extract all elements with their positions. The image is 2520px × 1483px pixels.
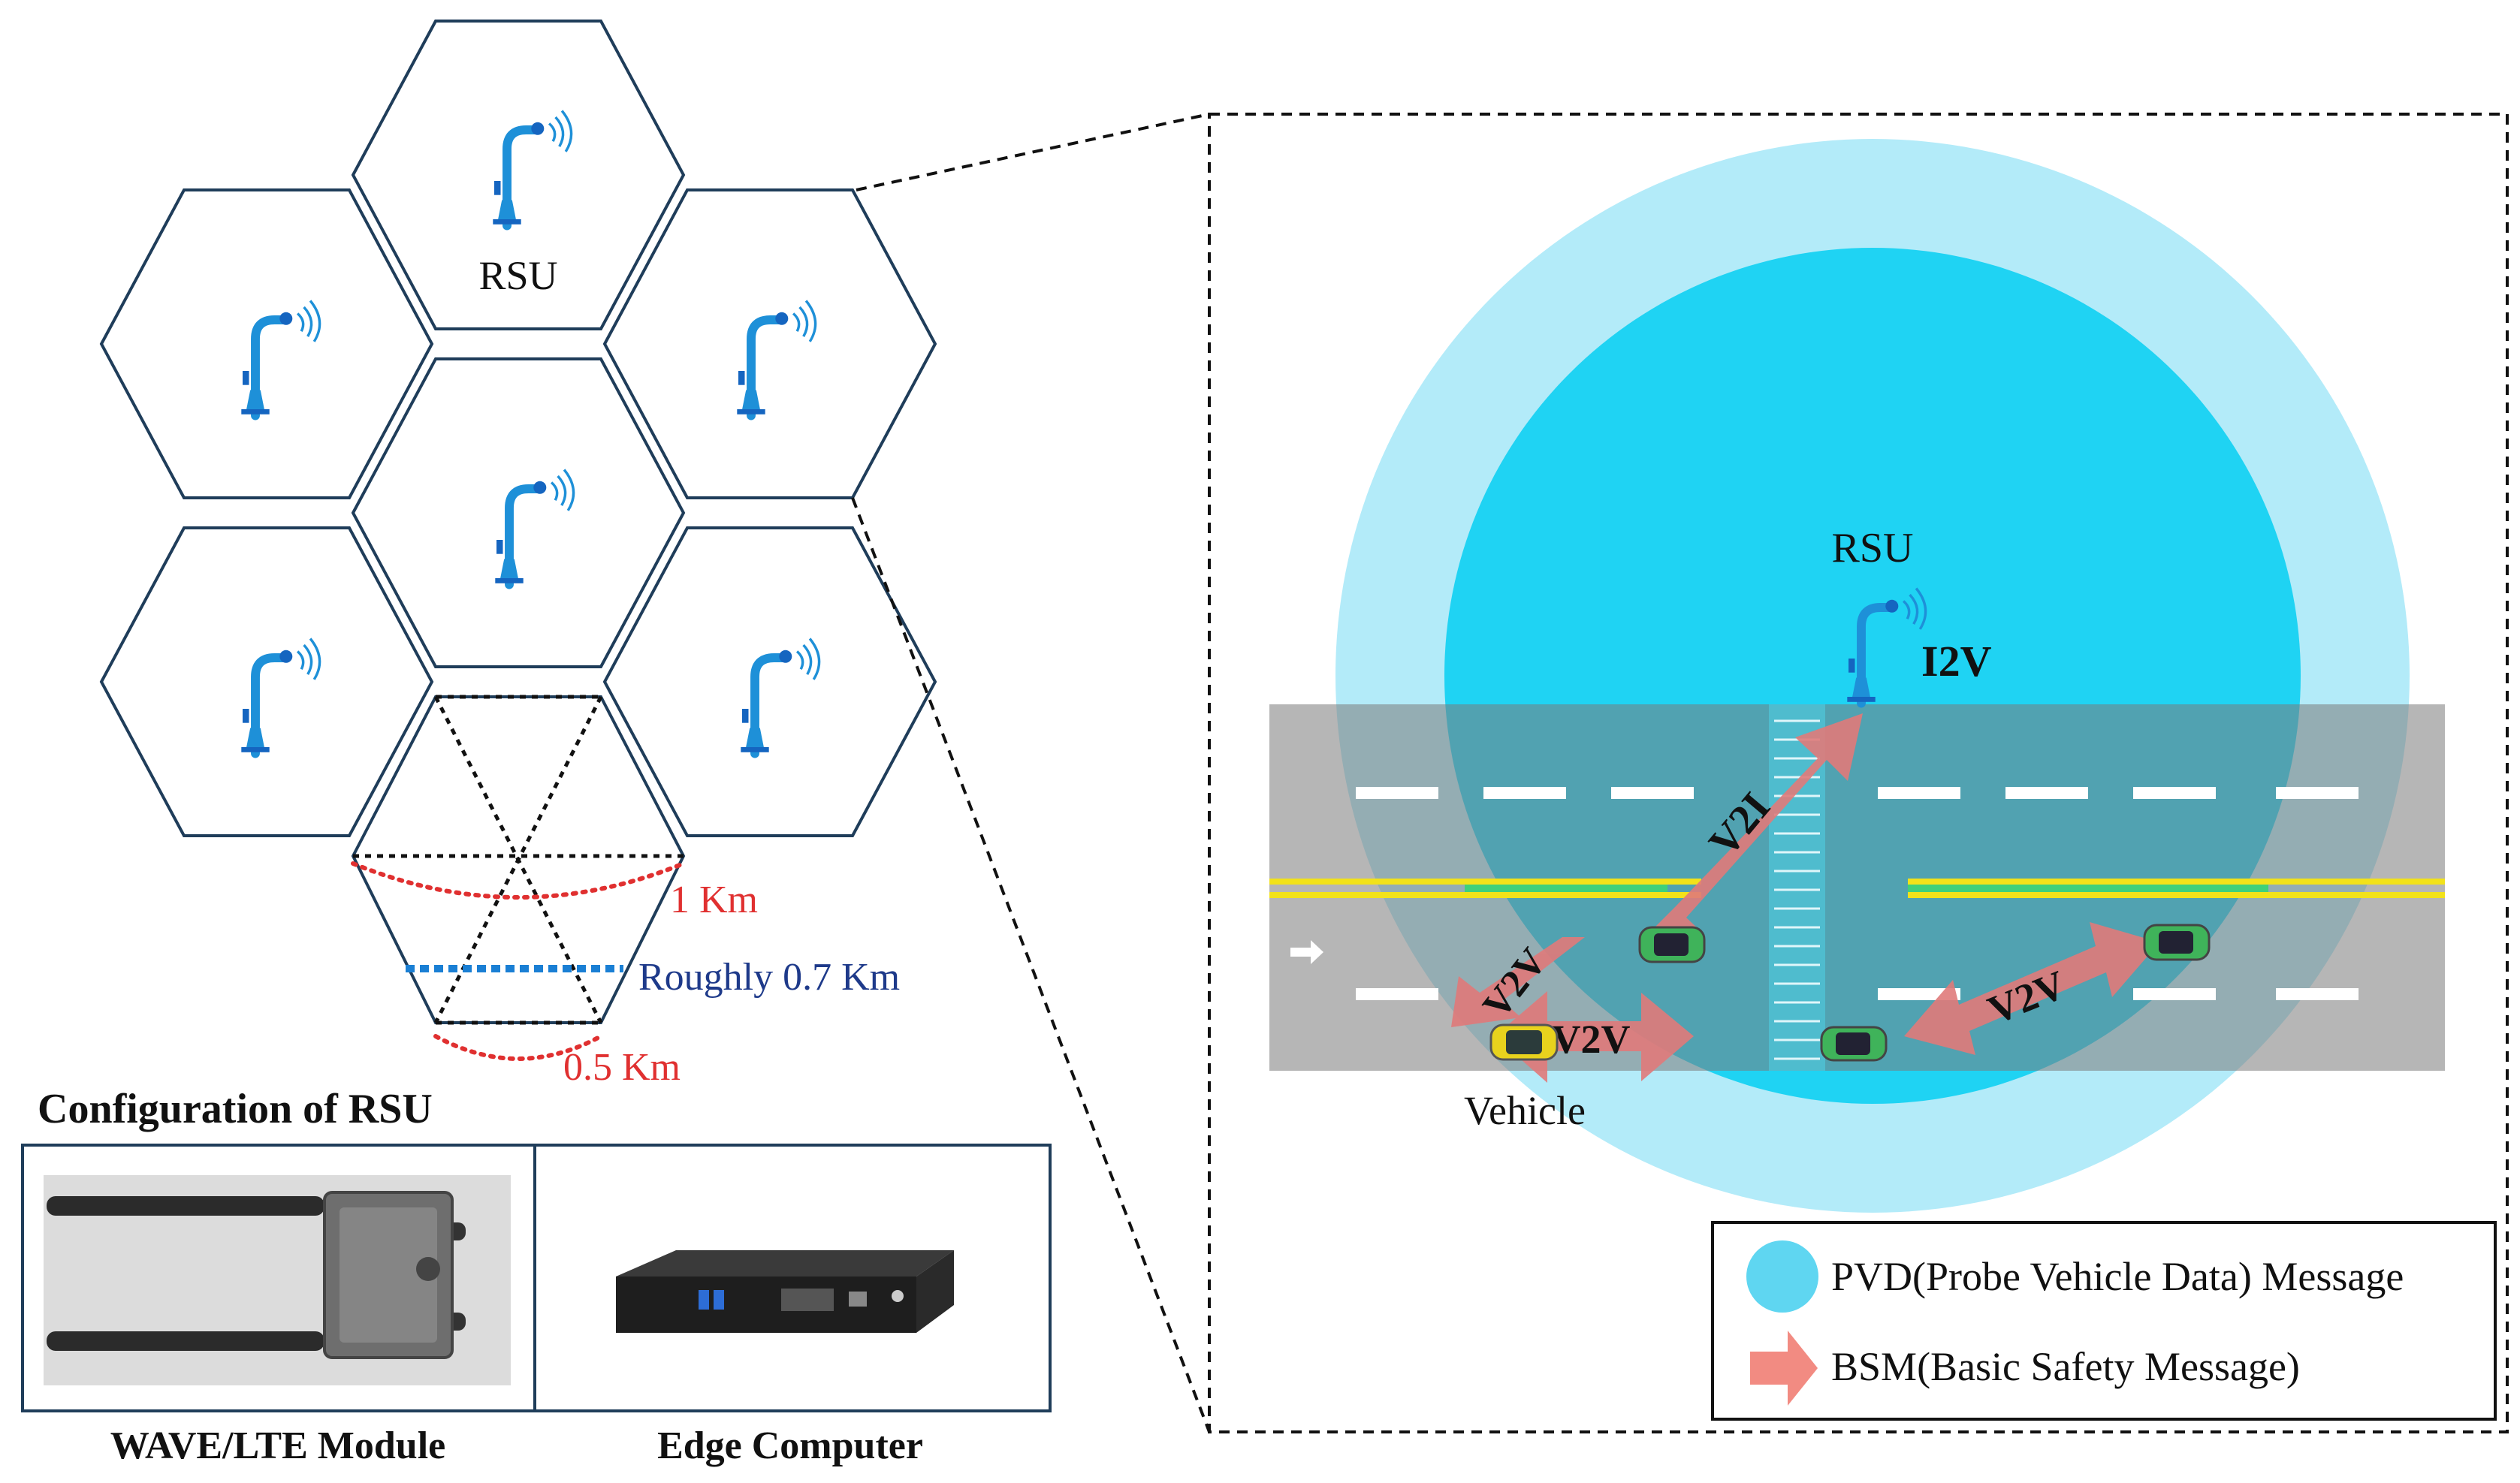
wave-lte-module-image	[44, 1175, 511, 1385]
v2v-label-horizontal: V2V	[1552, 1017, 1631, 1062]
hex-grid: 1 Km Roughly 0.7 Km 0.5 Km RSU	[99, 20, 937, 1089]
measure-1km-arc	[351, 861, 686, 900]
road-markings	[1269, 787, 2445, 1000]
measure-1km-label: 1 Km	[670, 879, 758, 921]
rsu-antenna-icon	[493, 111, 571, 226]
rsu-configuration: Configuration of RSU WAVE/LTE Module E	[21, 1086, 1052, 1467]
pvd-legend-label: PVD(Probe Vehicle Data) Message	[1831, 1254, 2404, 1299]
vehicle-green	[2143, 924, 2211, 961]
hex-cell-lower-right	[602, 526, 937, 837]
computer-label: Edge Computer	[657, 1424, 923, 1467]
config-title: Configuration of RSU	[38, 1086, 433, 1132]
bsm-arrows	[1451, 713, 2159, 1083]
measure-05km-label: 0.5 Km	[563, 1046, 681, 1089]
zoom-frame	[1208, 113, 2509, 1433]
hex-cell-center	[351, 357, 686, 668]
pvd-legend-icon	[1746, 1240, 1818, 1313]
legend: PVD(Probe Vehicle Data) Message BSM(Basi…	[1711, 1221, 2497, 1421]
hex-cell-top	[351, 20, 686, 330]
v2v-arrow-right	[1904, 922, 2159, 1055]
rsu-antenna-icon	[741, 639, 819, 754]
hex-cell-upper-right	[602, 188, 937, 499]
bsm-legend-label: BSM(Basic Safety Message)	[1831, 1344, 2300, 1389]
zoom-rsu-label: RSU	[1832, 525, 1914, 571]
hex-triangulation	[353, 695, 684, 1025]
hex-cell-upper-left	[99, 188, 434, 499]
zoom-connectors	[851, 113, 1211, 1433]
measure-07km-label: Roughly 0.7 Km	[638, 956, 900, 999]
edge-computer-image	[616, 1250, 954, 1333]
rsu-antenna-icon	[737, 301, 815, 416]
module-label: WAVE/LTE Module	[110, 1424, 446, 1467]
vehicle-green	[1638, 926, 1706, 963]
rsu-antenna-icon	[241, 639, 319, 754]
legend-box	[1711, 1221, 2497, 1421]
hex-rsu-label: RSU	[478, 253, 557, 298]
crosswalk	[1769, 704, 1825, 1071]
measure-05km-arc	[433, 1034, 603, 1061]
v2v-arrow-vertical	[1451, 937, 1585, 1027]
bsm-legend-icon	[1750, 1331, 1818, 1406]
rsu-antenna-icon	[495, 470, 573, 585]
vehicle-yellow	[1489, 1023, 1559, 1061]
hex-cell-lower-left	[99, 526, 434, 837]
rsu-antenna-icon	[241, 301, 319, 416]
road	[1269, 704, 2445, 1071]
i2v-label: I2V	[1921, 637, 1992, 686]
vehicle-green	[1820, 1026, 1888, 1062]
v2i-arrow	[1652, 713, 1863, 930]
zoomed-view: RSU I2V V2I V2V V2V V2V V	[1208, 113, 2509, 1433]
vehicle-label: Vehicle	[1464, 1088, 1586, 1133]
